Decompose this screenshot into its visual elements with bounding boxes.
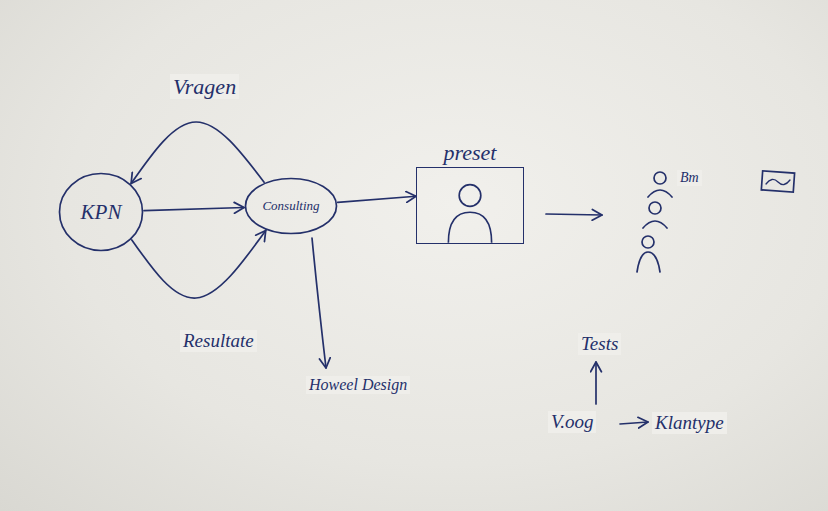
note-text: Klantype [652, 412, 727, 434]
edge-label: Vragen [170, 74, 239, 99]
person-head [654, 172, 666, 184]
flow-arrow [338, 196, 416, 202]
screen-icon [761, 171, 794, 192]
ellipse-node: Consulting [244, 177, 338, 235]
node-label: Consulting [262, 199, 319, 214]
note-text: Bm [677, 170, 702, 186]
screen-heading: preset [416, 140, 524, 165]
presenter-icon [417, 168, 523, 243]
screen-wave [766, 179, 790, 184]
tests-arrow [595, 362, 597, 404]
node-label: KPN [81, 200, 122, 224]
person-head [649, 202, 661, 214]
ellipse-line [60, 174, 143, 251]
person-head [642, 236, 654, 248]
note-text: Howeel Design [306, 376, 410, 394]
audience-arrow [546, 214, 602, 215]
ellipse-line [246, 179, 337, 234]
presenter-body [448, 213, 491, 243]
preset-screen: preset [416, 140, 524, 244]
curved-arrow [132, 230, 266, 298]
note-text: V.oog [548, 411, 596, 433]
flow-arrow [144, 207, 244, 210]
person-body [648, 190, 672, 197]
person-body [643, 221, 667, 228]
person-body [637, 252, 660, 272]
curved-arrow [131, 122, 264, 183]
note-text: Tests [578, 333, 621, 355]
edge-label: Resultate [180, 330, 257, 352]
design-arrow [312, 238, 326, 368]
screen-frame [416, 167, 524, 244]
type-arrow [620, 422, 648, 424]
ellipse-node: KPN [58, 172, 144, 252]
presenter-head [459, 185, 481, 207]
